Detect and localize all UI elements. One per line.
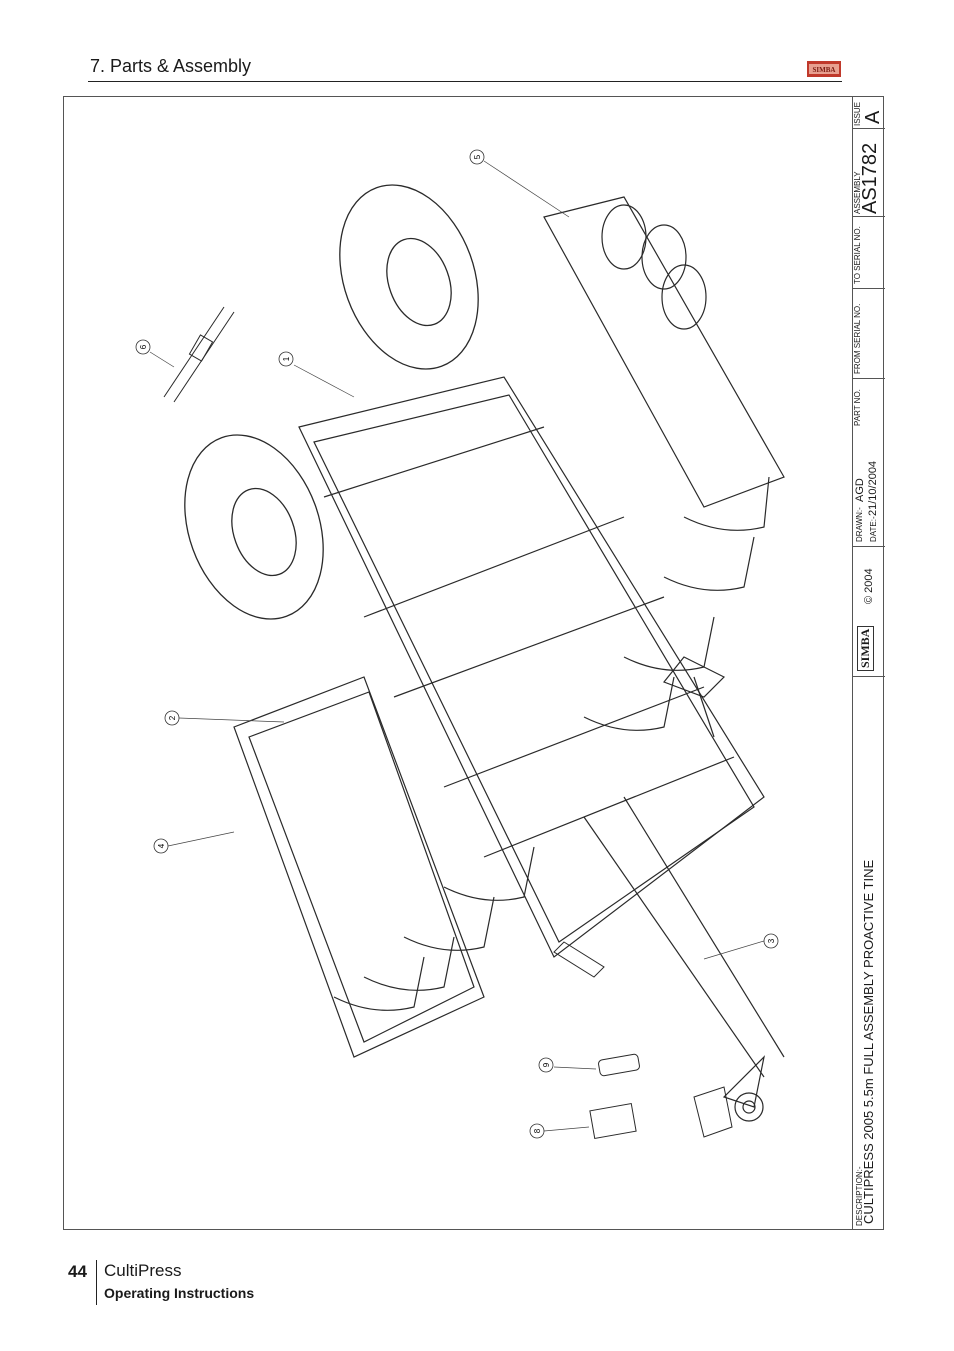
transport-wheels [184,184,479,620]
to-serial-label: TO SERIAL NO. [853,226,862,284]
svg-text:3: 3 [767,938,776,943]
description-value: CULTIPRESS 2005 5.5m FULL ASSEMBLY PROAC… [861,859,876,1224]
date-label: DATE:- [869,516,878,542]
callout-5: 5 [469,149,570,218]
svg-text:9: 9 [542,1062,551,1067]
callout-2: 2 [164,710,285,726]
product-name: CultiPress [104,1261,182,1280]
machine-outline [233,196,785,1122]
part-callouts: 1 2 3 4 5 6 8 [135,149,779,1139]
svg-text:SIMBA: SIMBA [813,66,836,74]
issue-value: A [862,110,884,124]
date-value: 21/10/2004 [867,460,879,516]
drawn-value: AGD [854,478,866,502]
callout-8: 8 [529,1123,590,1139]
svg-text:5: 5 [473,154,482,159]
document-subtitle: Operating Instructions [104,1285,255,1301]
drawn-label: DRAWN:- [855,507,864,542]
svg-text:2: 2 [168,715,177,720]
from-serial-label: FROM SERIAL NO. [853,303,862,374]
simba-logo-icon: SIMBA [807,61,841,77]
callout-9: 9 [538,1057,597,1073]
svg-text:8: 8 [533,1128,542,1133]
title-block: ISSUE A ASSEMBLY AS1782 TO SERIAL NO. FR… [852,96,885,1230]
assembly-number: AS1782 [859,142,881,214]
svg-text:4: 4 [157,843,166,848]
callout-1: 1 [278,351,355,398]
svg-text:1: 1 [282,356,291,361]
header-divider [88,81,842,82]
issue-label: ISSUE [853,101,862,126]
copyright: © 2004 [863,568,875,604]
callout-3: 3 [703,933,779,960]
callout-4: 4 [153,831,235,854]
svg-text:6: 6 [139,344,148,349]
loose-parts [163,306,733,1140]
page-number: 44 [68,1262,87,1281]
part-no-label: PART NO. [853,389,862,426]
assembly-drawing: 1 2 3 4 5 6 8 [135,149,785,1140]
simba-brand-logo: SIMBA [857,625,874,671]
drawing-frame [63,96,884,1230]
section-title: 7. Parts & Assembly [90,56,252,76]
footer-divider [96,1260,97,1305]
callout-6: 6 [135,339,175,368]
